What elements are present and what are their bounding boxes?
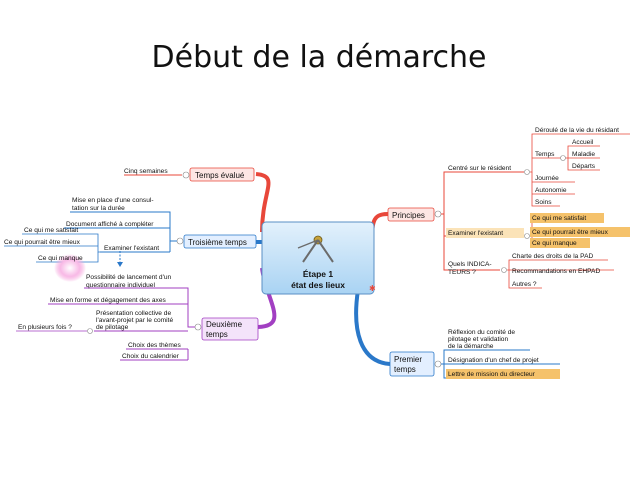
leaf-maladie: Maladie — [572, 151, 595, 158]
centre-resident-label: Centré sur le résident — [448, 165, 511, 172]
center-marker-icon: ✱ — [369, 284, 376, 293]
leaf-reflexion-1: Réflexion du comité de — [448, 329, 515, 336]
leaf-presentation-2: l'avant-projet par le comité — [96, 317, 173, 324]
leaf-ce-qui-mieux-left: Ce qui pourrait être mieux — [4, 239, 81, 246]
collapse-toggle-centre[interactable] — [524, 169, 530, 175]
pink-bubble — [54, 254, 86, 282]
collapse-toggle-presentation[interactable] — [87, 328, 93, 334]
ce-qui-satisfait-right-highlight — [530, 213, 604, 223]
compass-icon — [297, 235, 334, 263]
leaf-en-plusieurs-fois: En plusieurs fois ? — [18, 324, 72, 331]
troisieme-temps-label: Troisième temps — [188, 238, 247, 247]
branch-curve-temps-evalue — [255, 172, 271, 233]
leaf-presentation-3: de pilotage — [96, 324, 129, 331]
leaf-examiner-existant-left: Examiner l'existant — [104, 245, 159, 252]
ce-qui-manque-right-highlight — [530, 238, 590, 248]
leaf-designation: Désignation d'un chef de projet — [448, 357, 539, 364]
deuxieme-temps-label-1: Deuxième — [206, 320, 243, 329]
collapse-toggle-premier[interactable] — [434, 360, 442, 368]
leaf-recommandations: Recommandations en EHPAD — [512, 268, 600, 275]
branch-troisieme-temps[interactable]: Troisième temps — [183, 234, 257, 249]
branch-curve-premier — [354, 289, 391, 366]
leaf-mise-en-forme: Mise en forme et dégagement des axes — [50, 297, 167, 304]
ce-qui-mieux-right-highlight — [530, 227, 630, 237]
collapse-toggle-troisieme[interactable] — [176, 237, 184, 245]
examiner-existant-right-label: Examiner l'existant — [448, 230, 503, 237]
leaf-autonomie: Autonomie — [535, 187, 567, 194]
leaf-mise-en-place-1: Mise en place d'une consul- — [72, 197, 154, 204]
leaf-charte: Charte des droits de la PAD — [512, 253, 593, 260]
center-line-1: Étape 1 — [303, 269, 334, 279]
leaf-mise-en-place-2: tation sur la durée — [72, 205, 125, 212]
leaf-ce-qui-manque-right: Ce qui manque — [532, 240, 577, 247]
collapse-toggle-temps[interactable] — [182, 171, 190, 179]
leaf-cinq-semaines: Cinq semaines — [124, 168, 168, 175]
premier-temps-label-2: temps — [394, 365, 416, 374]
branch-deuxieme-temps[interactable]: Deuxième temps — [201, 317, 259, 341]
branch-premier-temps[interactable]: Premier temps — [389, 351, 435, 377]
examiner-existant-right-highlight — [446, 228, 524, 238]
branch-principes[interactable]: Principes — [387, 207, 435, 222]
collapse-toggle-deuxieme[interactable] — [194, 323, 202, 331]
quels-indicateurs-1: Quels INDICA- — [448, 261, 492, 268]
center-node[interactable]: Étape 1 état des lieux — [261, 221, 375, 295]
temps-evalue-label: Temps évalué — [195, 171, 245, 180]
leaf-ce-qui-satisfait-left: Ce qui me satisfait — [24, 227, 78, 234]
leaf-reflexion-2: pilotage et validation — [448, 336, 508, 343]
collapse-toggle-principes[interactable] — [434, 210, 442, 218]
leaf-soins: Soins — [535, 199, 552, 206]
leaf-choix-calendrier: Choix du calendrier — [122, 353, 180, 360]
collapse-toggle-examiner-right[interactable] — [524, 233, 530, 239]
deuxieme-temps-label-2: temps — [206, 330, 228, 339]
leaf-autres: Autres ? — [512, 281, 537, 288]
branch-temps-evalue[interactable]: Temps évalué — [189, 167, 255, 182]
dashed-arrow-icon — [117, 262, 123, 267]
collapse-toggle-indicateurs[interactable] — [501, 267, 507, 273]
premier-temps-label-1: Premier — [394, 355, 422, 364]
leaf-presentation-1: Présentation collective de — [96, 310, 171, 317]
leaf-ce-qui-mieux-right: Ce qui pourrait être mieux — [532, 229, 609, 236]
quels-indicateurs-2: TEURS ? — [448, 269, 476, 276]
slide-title: Début de la démarche — [151, 40, 487, 75]
lettre-mission-highlight — [446, 369, 560, 379]
leaf-lettre-mission: Lettre de mission du directeur — [448, 371, 536, 378]
leaf-ce-qui-manque-left: Ce qui manque — [38, 255, 83, 262]
leaf-journee: Journée — [535, 175, 559, 182]
leaf-choix-themes: Choix des thèmes — [128, 342, 181, 349]
leaf-deroule-vie: Déroulé de la vie du résidant — [535, 127, 619, 134]
collapse-toggle-temps-right[interactable] — [560, 155, 566, 161]
leaf-ce-qui-satisfait-right: Ce qui me satisfait — [532, 215, 586, 222]
center-line-2: état des lieux — [291, 280, 345, 290]
leaf-departs: Départs — [572, 163, 596, 170]
leaf-document-affiche: Document affiché à compléter — [66, 221, 154, 228]
leaf-possibilite-2: questionnaire individuel — [86, 282, 155, 289]
leaf-temps: Temps — [535, 151, 555, 158]
leaf-accueil: Accueil — [572, 139, 594, 146]
leaf-reflexion-3: de la démarche — [448, 343, 494, 350]
principes-label: Principes — [392, 211, 425, 220]
leaf-possibilite-1: Possibilité de lancement d'un — [86, 274, 172, 281]
